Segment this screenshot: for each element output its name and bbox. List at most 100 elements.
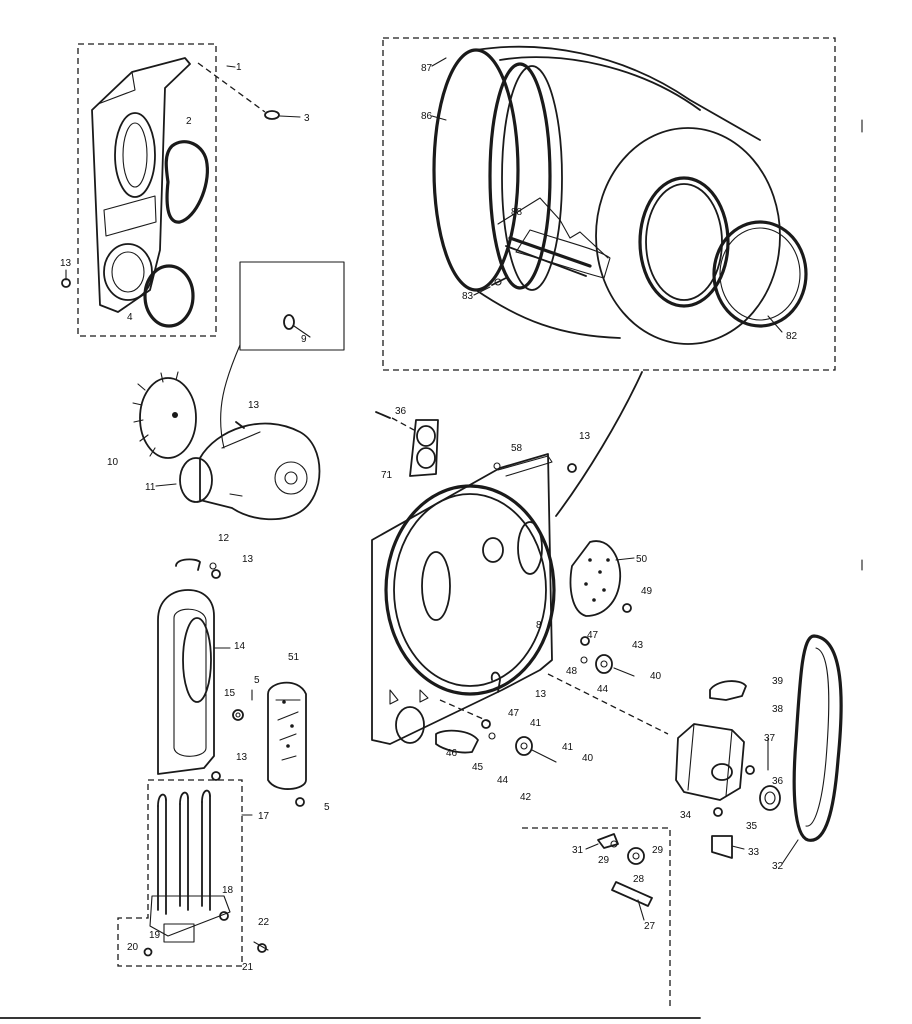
panel-50-part [569,540,622,617]
callout-label: 2 [186,116,192,127]
screw-3-part [264,110,301,120]
callout-label: 13 [579,431,591,442]
front-seal-part [164,140,209,224]
rear-bulkhead-part [371,453,556,745]
motor-bolt-37-part [745,765,755,775]
callout-label: 43 [632,640,644,651]
heater-group-box [117,779,243,967]
door-switch-group-box [522,827,671,1010]
callout-label: 19 [149,930,161,941]
callout-label: 38 [772,704,784,715]
callout-label: 41 [530,718,542,729]
duct-clip-12-part [175,558,221,579]
drum-part [432,45,781,345]
callout-label: 50 [636,554,648,565]
motor-screw-34-part [713,807,723,817]
motor-clip-39-part [709,680,747,701]
baffle-screw-83-part [491,277,507,286]
callout-label: 49 [641,586,653,597]
callout-label: 8 [536,620,542,631]
fan-inset-box [239,261,345,351]
callout-label: 12 [218,533,230,544]
callout-label: 40 [582,753,594,764]
blower-screw-13-part [235,421,245,429]
heater-cover-51-part [267,681,307,790]
callout-label: 46 [446,748,458,759]
fan-screw-9-part [283,314,295,330]
drive-belt-32-part [792,634,843,842]
callout-label: 41 [562,742,574,753]
bearing-46-part [435,729,479,754]
callout-label: 28 [633,874,645,885]
callout-label: 82 [786,331,798,342]
callout-label: 20 [127,942,139,953]
callout-label: 33 [748,847,760,858]
lower-seal-part [143,264,195,328]
callout-label: 22 [258,917,270,928]
callout-label: 34 [680,810,692,821]
screw-49-part [622,603,632,613]
callout-label: 15 [224,688,236,699]
callout-labels: 1 2 3 4 13 9 10 11 13 12 13 14 15 5 51 1… [60,62,798,973]
callout-label: 45 [472,762,484,773]
callout-label: 47 [587,630,599,641]
rear-seal-82-part [712,220,808,328]
drum-group-box [382,37,836,371]
callout-label: 48 [566,666,578,677]
callout-label: 14 [234,641,246,652]
heater-duct-part [157,589,215,775]
callout-label: 29 [652,845,664,856]
callout-label: 32 [772,861,784,872]
front-bulkhead-part [91,57,191,313]
callout-label: 86 [421,111,433,122]
callout-label: 5 [324,802,330,813]
callout-label: 17 [258,811,270,822]
callout-label: 1 [236,62,242,73]
motor-axis-leader [547,673,669,735]
callout-label: 58 [511,443,523,454]
callout-label: 31 [572,845,584,856]
fan-inset-leader [220,344,241,449]
motor-bracket-33-part [711,835,733,859]
callout-label: 13 [248,400,260,411]
callout-label: 35 [746,821,758,832]
door-switch-parts [597,833,653,907]
screw-21-22-part [253,941,269,953]
bearing-screw-36-part [375,411,415,431]
callout-label: 29 [598,855,610,866]
screw-58-part [493,462,501,470]
callout-label: 27 [644,921,656,932]
callout-leaders [155,57,799,921]
heating-element-part [149,789,231,943]
callout-label: 13 [236,752,248,763]
screw-13-left-part [61,269,71,288]
callout-label: 36 [395,406,407,417]
callout-label: 47 [508,708,520,719]
drum-to-bulkhead-leader [555,371,643,517]
callout-label: 83 [462,291,474,302]
callout-label: 9 [301,334,307,345]
motor-part [675,723,745,801]
fan-blade-icon [132,371,197,459]
callout-label: 3 [304,113,310,124]
callout-label: 44 [497,775,509,786]
screw-3-leader [197,62,266,113]
front-panel-group-box [77,43,217,337]
terminal-18-part [219,911,229,921]
motor-pulley-35-part [759,785,781,811]
callout-label: 37 [764,733,776,744]
callout-label: 88 [511,207,523,218]
bracket-71-part [409,419,439,477]
callout-label: 36 [772,776,784,787]
screw-13-top-part [567,463,577,473]
duct-screw-13-part [211,771,221,781]
callout-label: 51 [288,652,300,663]
callout-label: 44 [597,684,609,695]
callout-label: 5 [254,675,260,686]
callout-label: 4 [127,312,133,323]
callout-label: 13 [535,689,547,700]
callout-label: 21 [242,962,254,973]
callout-label: 40 [650,671,662,682]
callout-label: 42 [520,792,532,803]
